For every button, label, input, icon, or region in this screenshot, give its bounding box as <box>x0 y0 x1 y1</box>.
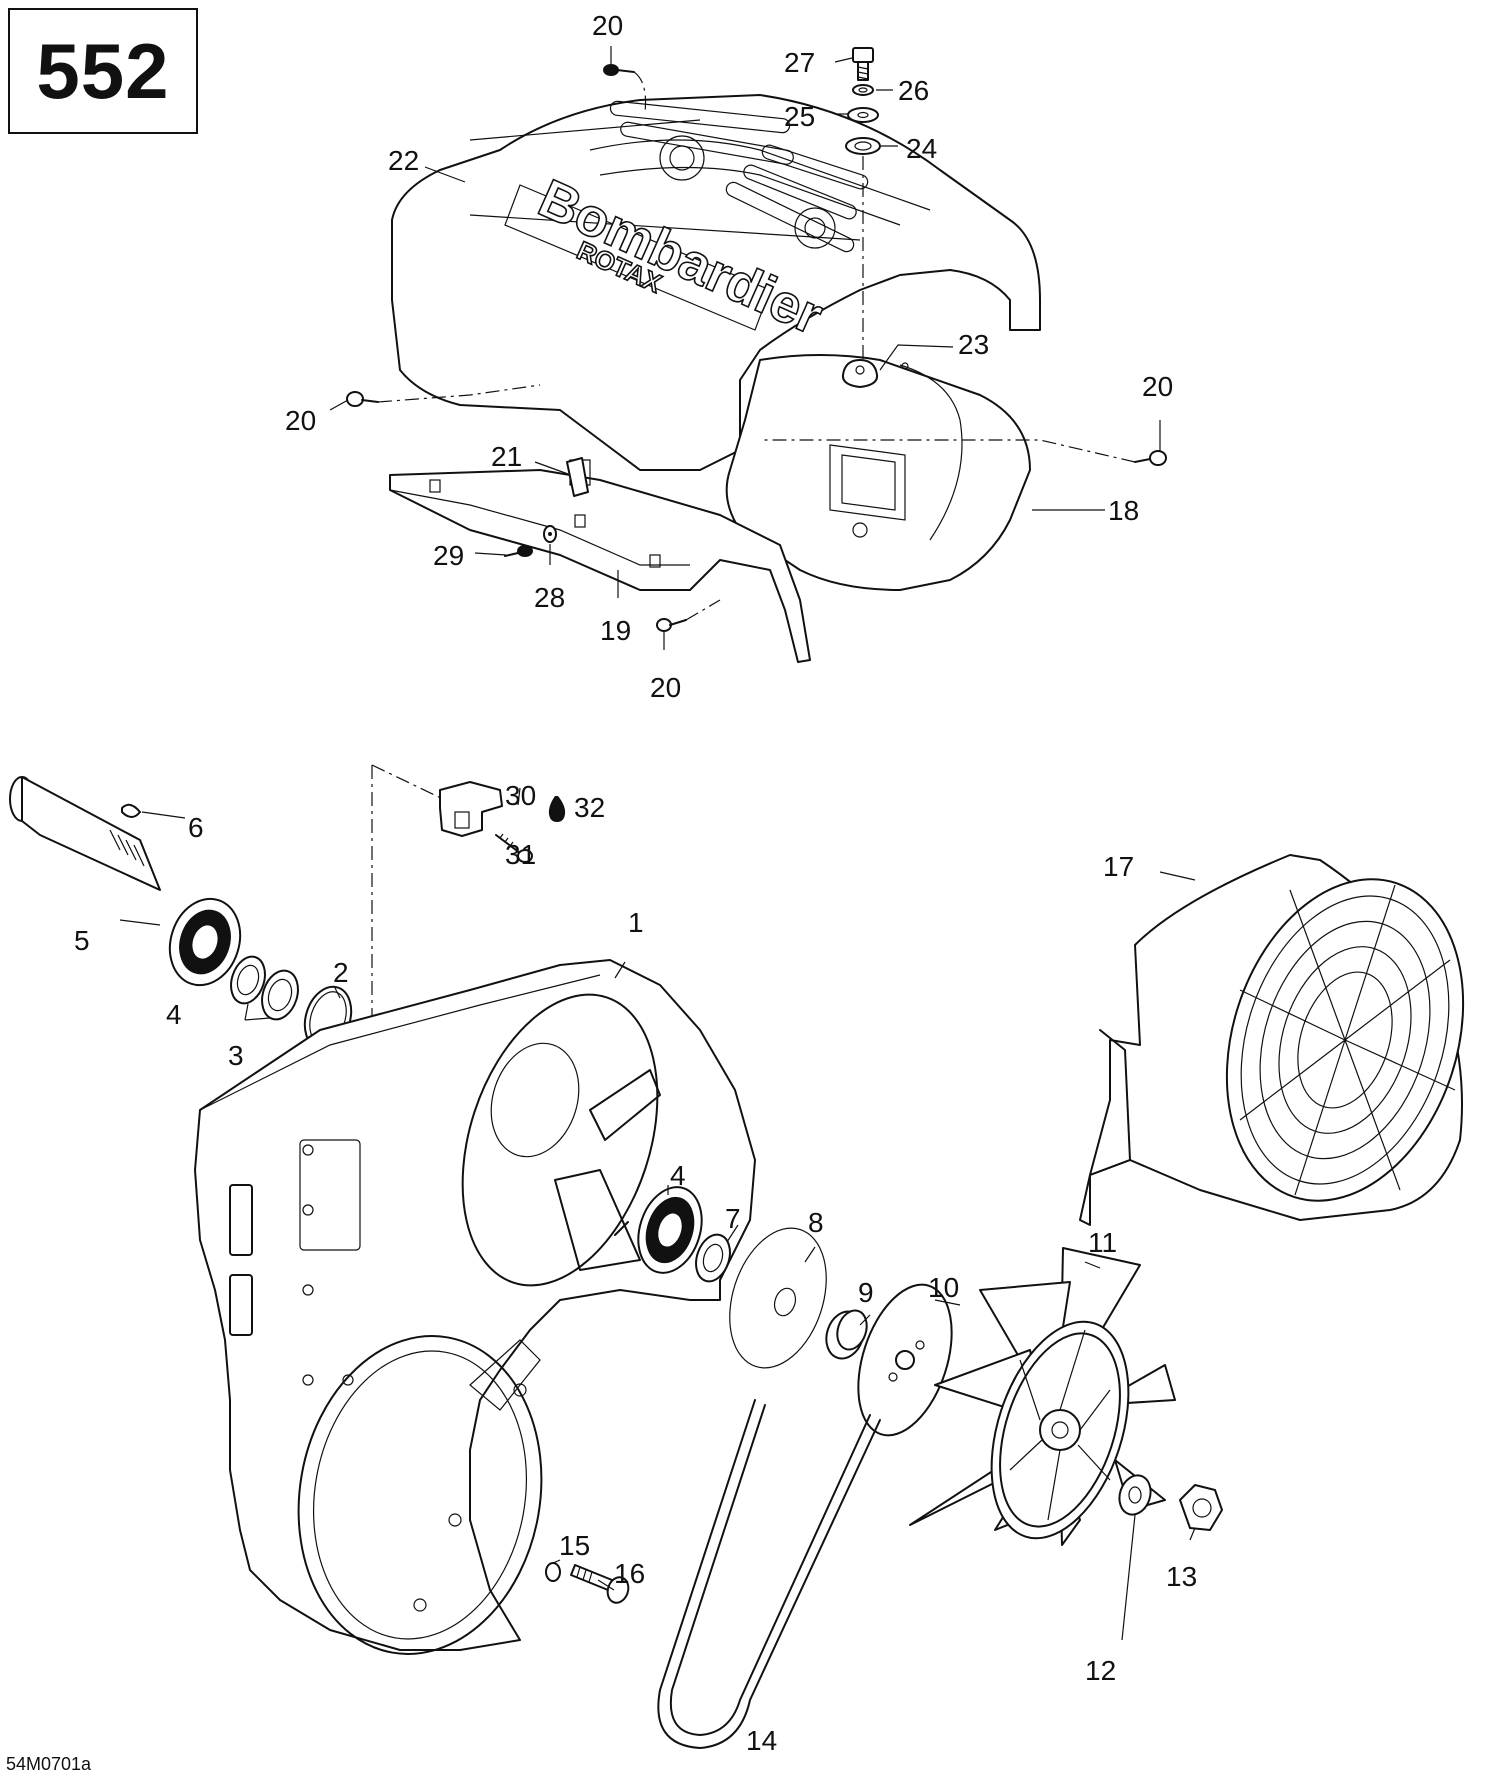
callout-6: 6 <box>188 812 204 843</box>
callout-23: 23 <box>958 329 989 360</box>
clip-21[interactable] <box>566 457 589 497</box>
screw-16[interactable] <box>570 1564 632 1605</box>
bolt-27[interactable] <box>852 47 874 81</box>
callout-14: 14 <box>746 1725 777 1756</box>
pulley-half-10[interactable] <box>841 1273 969 1447</box>
bearing-4-lower[interactable] <box>628 1179 712 1281</box>
fan-guard-17[interactable] <box>1079 848 1500 1231</box>
lock-washer-26[interactable] <box>852 84 874 96</box>
callout-8: 8 <box>808 1207 824 1238</box>
callout-12: 12 <box>1085 1655 1116 1686</box>
callout-5: 5 <box>74 925 90 956</box>
callout-7: 7 <box>725 1203 741 1234</box>
nut-13[interactable] <box>1179 1484 1223 1531</box>
screw-20-bottom[interactable] <box>656 618 687 632</box>
spacer-24[interactable] <box>845 137 881 155</box>
leader-lines <box>119 46 1196 1641</box>
screw-29[interactable] <box>504 545 533 557</box>
flat-washer-25[interactable] <box>847 107 879 123</box>
callout-25: 25 <box>784 101 815 132</box>
callout-31: 31 <box>505 839 536 870</box>
belt-14[interactable] <box>657 1399 881 1749</box>
callout-13: 13 <box>1166 1561 1197 1592</box>
clip-30[interactable] <box>439 781 503 837</box>
callout-28: 28 <box>534 582 565 613</box>
washer-12[interactable] <box>1115 1471 1156 1518</box>
callout-11: 11 <box>1088 1227 1117 1258</box>
screw-20-left[interactable] <box>346 391 379 407</box>
fan-housing-1[interactable] <box>194 959 756 1673</box>
callout-21: 21 <box>491 441 522 472</box>
rubber-washer-23[interactable] <box>841 359 879 388</box>
callout-1: 1 <box>628 907 644 938</box>
key-6[interactable] <box>121 803 141 818</box>
callout-20-top: 20 <box>592 10 623 41</box>
callout-9: 9 <box>858 1277 874 1308</box>
fan-11[interactable] <box>909 1247 1176 1556</box>
callout-20-left: 20 <box>285 405 316 436</box>
callout-20-bottom: 20 <box>650 672 681 703</box>
callout-4-upper: 4 <box>166 999 182 1030</box>
diagram-number: 552 <box>36 26 170 115</box>
fan-cover-22[interactable]: Bombardier ROTAX <box>391 94 1041 471</box>
callout-16: 16 <box>614 1558 645 1589</box>
callout-17: 17 <box>1103 851 1134 882</box>
washer-28[interactable] <box>543 525 557 543</box>
drawing-code: 54M0701a <box>6 1754 92 1774</box>
oil-drop-icon <box>548 796 566 822</box>
callout-30: 30 <box>505 780 536 811</box>
washer-7[interactable] <box>690 1230 735 1286</box>
screw-31[interactable] <box>495 833 533 863</box>
callout-26: 26 <box>898 75 929 106</box>
shaft-5[interactable] <box>9 776 161 891</box>
bearing-4-upper[interactable] <box>159 890 251 995</box>
washer-15[interactable] <box>545 1562 561 1582</box>
callout-29: 29 <box>433 540 464 571</box>
callout-4-lower: 4 <box>670 1160 686 1191</box>
callout-24: 24 <box>906 133 937 164</box>
callout-labels: 20 27 26 25 24 22 23 20 20 21 18 29 28 1… <box>74 10 1197 1756</box>
callout-20-right: 20 <box>1142 371 1173 402</box>
callout-10: 10 <box>928 1272 959 1303</box>
callout-2: 2 <box>333 957 349 988</box>
callout-18: 18 <box>1108 495 1139 526</box>
callout-15: 15 <box>559 1530 590 1561</box>
callout-3: 3 <box>228 1040 244 1071</box>
callout-27: 27 <box>784 47 815 78</box>
screw-20-right[interactable] <box>1134 450 1167 466</box>
screw-20-top[interactable] <box>603 64 635 76</box>
callout-19: 19 <box>600 615 631 646</box>
diagram-number-box: 552 <box>8 8 198 134</box>
callout-32: 32 <box>574 792 605 823</box>
callout-22: 22 <box>388 145 419 176</box>
disc-8[interactable] <box>713 1216 843 1381</box>
shim-3b[interactable] <box>256 966 304 1024</box>
shim-3a[interactable] <box>225 952 270 1008</box>
spacer-9[interactable] <box>820 1307 871 1364</box>
